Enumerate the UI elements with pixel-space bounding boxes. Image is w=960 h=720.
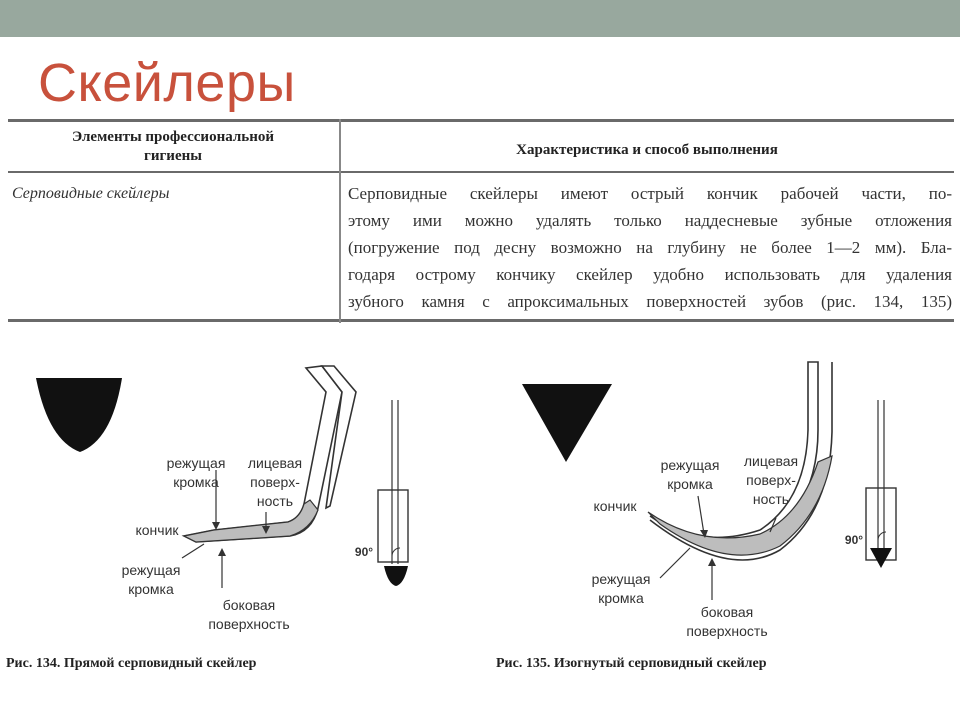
fig2-blade [647, 455, 833, 556]
fig2-label-cutting-edge-top: режущая кромка [644, 456, 736, 494]
table-cell-name: Серповидные скейлеры [12, 185, 170, 202]
label-line: поверхность [686, 623, 768, 639]
fig2-label-angle: 90° [844, 533, 864, 547]
label-line: ность [752, 491, 790, 507]
table-column-divider [339, 119, 341, 323]
header-line: гигиены [144, 148, 202, 164]
table-bottom-rule [8, 319, 954, 322]
fig1-caption: Рис. 134. Прямой серповидный скейлер [6, 656, 257, 671]
figure-1-drawing [36, 365, 409, 588]
header-line: Элементы профессиональной [72, 129, 274, 145]
label-line: поверхность [208, 616, 290, 632]
label-line: поверх- [250, 474, 300, 490]
fig2-label-cutting-edge-bottom: режущая кромка [580, 570, 662, 608]
description-line: (погружение под десну возможно на глубин… [348, 238, 952, 257]
fig2-cross-section-icon [522, 384, 612, 462]
label-line: лицевая [247, 455, 303, 471]
info-table: Элементы профессиональной гигиены Характ… [8, 119, 954, 323]
label-line: кромка [173, 474, 219, 490]
fig2-caption: Рис. 135. Изогнутый серповидный скейлер [496, 656, 767, 671]
label-line: кромка [128, 581, 174, 597]
fig1-label-face: лицевая поверх- ность [232, 454, 318, 511]
label-line: лицевая [743, 453, 799, 469]
fig1-cross-section-icon [36, 378, 122, 452]
fig1-label-tip: кончик [135, 522, 179, 538]
label-line: режущая [660, 457, 720, 473]
label-line: боковая [222, 597, 276, 613]
slide-title: Скейлеры [38, 53, 296, 113]
fig2-label-tip: кончик [593, 498, 637, 514]
label-line: ность [256, 493, 294, 509]
table-header-rule [8, 171, 954, 173]
fig1-blade [182, 499, 319, 543]
top-bar [0, 0, 960, 37]
fig1-label-cutting-edge-top: режущая кромка [150, 454, 242, 492]
fig1-label-angle: 90° [354, 545, 374, 559]
label-line: режущая [121, 562, 181, 578]
table-header-characteristic: Характеристика и способ выполнения [516, 142, 778, 158]
fig2-label-face: лицевая поверх- ность [728, 452, 814, 509]
fig1-label-side: боковая поверхность [194, 596, 304, 634]
fig2-label-side: боковая поверхность [672, 603, 782, 641]
table-top-rule [8, 119, 954, 122]
label-line: режущая [591, 571, 651, 587]
label-line: поверх- [746, 472, 796, 488]
description-line: этому ими можно удалять только наддеснев… [348, 211, 952, 230]
label-line: кромка [667, 476, 713, 492]
table-header-element: Элементы профессиональной гигиены [8, 128, 338, 166]
description-line: Серповидные скейлеры имеют острый кончик… [348, 184, 952, 203]
description-line: годаря острому кончику скейлер удобно ис… [348, 265, 952, 284]
figure-2-drawing [522, 361, 897, 600]
label-line: кромка [598, 590, 644, 606]
table-cell-description: Серповидные скейлеры имеют острый кончик… [348, 180, 952, 315]
fig1-shank-top [320, 365, 357, 510]
description-line: зубного камня с апроксимальных поверхнос… [348, 292, 952, 311]
label-line: боковая [700, 604, 754, 620]
label-line: режущая [166, 455, 226, 471]
fig1-label-cutting-edge-bottom: режущая кромка [110, 561, 192, 599]
